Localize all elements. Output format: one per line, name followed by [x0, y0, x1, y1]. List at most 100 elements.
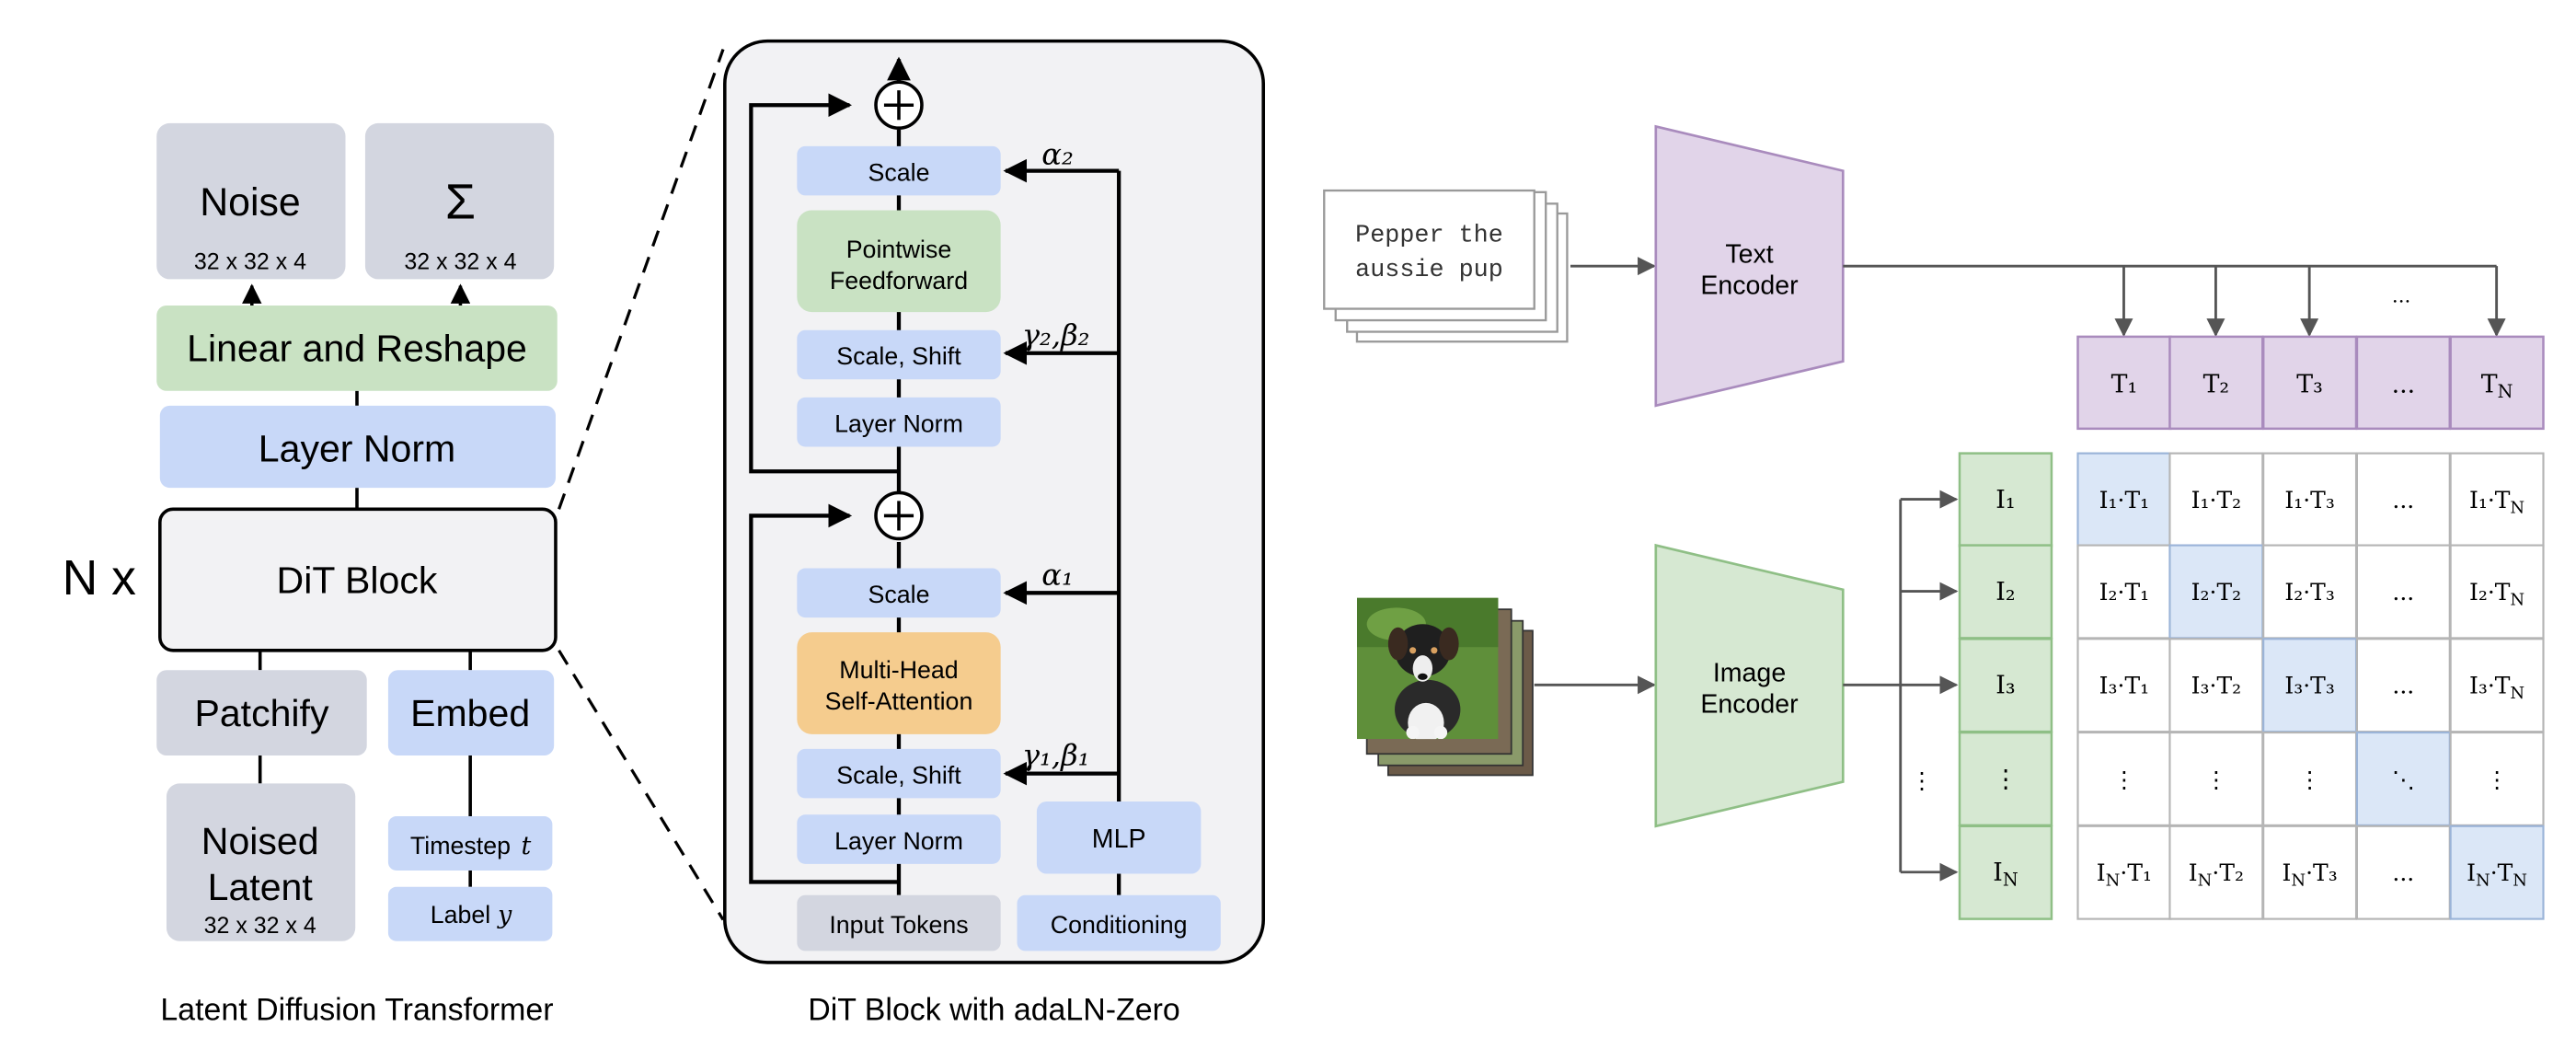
- patchify-label: Patchify: [194, 692, 328, 734]
- timestep-box: Timestep t: [387, 816, 553, 871]
- scale-bottom-box: Scale: [797, 568, 1001, 618]
- image-embedding-cell: [1958, 544, 2053, 640]
- image-encoder: Image Encoder: [1654, 543, 1845, 828]
- dog-photo: [1356, 597, 1499, 740]
- alpha2-label: α₂: [1041, 136, 1074, 171]
- pointwise-line2: Feedforward: [830, 267, 968, 294]
- text-embedding-cell: [2449, 335, 2545, 431]
- linear-reshape-label: Linear and Reshape: [187, 328, 527, 370]
- sigma-label: Σ: [445, 175, 476, 229]
- noised-latent-box: Noised Latent 32 x 32 x 4: [166, 783, 356, 941]
- text-fanout-ellipsis: ...: [2392, 284, 2410, 307]
- image-embedding-label: I₂: [1995, 578, 2015, 606]
- noised-latent-line1: Noised: [201, 820, 319, 862]
- image-encoder-line1: Image: [1713, 659, 1786, 688]
- layer-norm-top-label: Layer Norm: [834, 409, 963, 437]
- embed-label: Embed: [410, 692, 530, 734]
- text-embedding-label: ...: [2392, 371, 2416, 399]
- image-input-stack: [1356, 597, 1534, 777]
- multi-head-attention-box: Multi-Head Self-Attention: [797, 632, 1001, 734]
- middle-caption: DiT Block with adaLN-Zero: [808, 992, 1180, 1027]
- pointwise-feedforward-box: Pointwise Feedforward: [797, 210, 1001, 313]
- dit-block-box: DiT Block: [158, 507, 558, 652]
- similarity-value: ⋮: [2298, 766, 2321, 792]
- image-embedding-cell: [1958, 638, 2053, 733]
- dit-block-label: DiT Block: [277, 559, 438, 601]
- image-embedding-column: I₁ I₂ I₃ ⋮ IN​: [1958, 452, 2053, 920]
- similarity-matrix: I₁·T₁I₁·T₂I₁·T₃...I₁·TN​I₂·T₁I₂·T₂I₂·T₃.…: [2076, 452, 2545, 920]
- scale-shift-bottom-label: Scale, Shift: [836, 761, 961, 789]
- noise-output-box: Noise 32 x 32 x 4: [156, 122, 346, 280]
- mlp-label: MLP: [1092, 825, 1146, 854]
- similarity-cell: [2262, 544, 2358, 640]
- noise-label: Noise: [200, 180, 301, 225]
- image-embedding-label: I₁: [1995, 486, 2015, 514]
- mlp-box: MLP: [1036, 801, 1202, 874]
- noised-latent-line2: Latent: [208, 866, 314, 908]
- similarity-value: ⋮: [2112, 766, 2135, 792]
- text-embedding-cell: [2261, 335, 2358, 431]
- contrastive-diagram: Pepper the aussie pup: [1323, 124, 2545, 920]
- zoom-lines: [558, 49, 725, 921]
- right-input-arrows: [1534, 257, 1657, 695]
- text-embedding-cell: [2076, 335, 2172, 431]
- linear-reshape-box: Linear and Reshape: [156, 305, 558, 391]
- similarity-value: ...: [2392, 673, 2414, 699]
- text-fanout: [1843, 264, 2506, 338]
- similarity-cell: [2076, 825, 2172, 920]
- similarity-cell: [2355, 731, 2451, 826]
- layer-norm-label: Layer Norm: [259, 428, 455, 470]
- image-embedding-label: I₃: [1995, 672, 2015, 700]
- noised-latent-dims: 32 x 32 x 4: [204, 913, 316, 939]
- mhsa-line1: Multi-Head: [839, 656, 958, 684]
- gamma2-beta2-label: γ₂,β₂: [1022, 317, 1090, 352]
- similarity-cell: [2076, 544, 2172, 640]
- similarity-cell: [2076, 452, 2172, 548]
- similarity-value: ...: [2392, 579, 2414, 605]
- similarity-value: I₁·TN​: [2469, 487, 2524, 517]
- image-embedding-cell: [1958, 731, 2053, 827]
- similarity-value: I₁·T₁: [2099, 487, 2149, 513]
- scale-top-box: Scale: [797, 145, 1001, 196]
- label-box: Label y: [387, 886, 553, 941]
- similarity-value: I₃·T₃: [2284, 673, 2334, 699]
- text-embedding-label: T₃: [2296, 371, 2323, 399]
- image-encoder-line2: Encoder: [1700, 690, 1799, 720]
- similarity-value: I₂·T₃: [2284, 579, 2334, 605]
- similarity-value: I₂·T₁: [2099, 579, 2149, 605]
- similarity-cell: [2262, 452, 2358, 548]
- similarity-cell: [2355, 825, 2451, 920]
- gamma1-beta1-label: γ₁,β₁: [1022, 738, 1090, 773]
- similarity-cell: [2168, 825, 2264, 920]
- left-connectors: [242, 283, 472, 887]
- scale-shift-bottom-box: Scale, Shift: [797, 748, 1001, 799]
- timestep-variable: t: [521, 832, 531, 860]
- similarity-value: ...: [2392, 487, 2414, 513]
- similarity-value: I₃·T₂: [2191, 673, 2241, 699]
- conditioning-label: Conditioning: [1051, 911, 1188, 939]
- similarity-cell: [2168, 452, 2264, 548]
- similarity-value: IN​·TN​: [2467, 859, 2527, 890]
- similarity-cell: [2076, 731, 2172, 826]
- text-input-line2: aussie pup: [1355, 257, 1503, 284]
- layer-norm-top-box: Layer Norm: [797, 397, 1001, 447]
- similarity-cell: [2168, 544, 2264, 640]
- similarity-cell: [2262, 825, 2358, 920]
- label-label: Label: [431, 901, 490, 928]
- noise-dims: 32 x 32 x 4: [194, 249, 306, 275]
- timestep-label: Timestep: [410, 832, 511, 859]
- image-embedding-label: IN​: [1993, 859, 2018, 890]
- text-input-line1: Pepper the: [1355, 222, 1503, 249]
- left-caption: Latent Diffusion Transformer: [160, 992, 553, 1027]
- input-tokens-box: Input Tokens: [797, 894, 1001, 951]
- similarity-cell: [2449, 825, 2545, 920]
- label-variable: y: [497, 901, 512, 929]
- text-embedding-label: T₁: [2111, 371, 2138, 399]
- text-input-stack: Pepper the aussie pup: [1323, 189, 1569, 343]
- scale-top-label: Scale: [868, 158, 930, 186]
- image-fanout-ellipsis: ⋮: [1910, 767, 1933, 794]
- image-embedding-label: ⋮: [1994, 765, 2018, 793]
- similarity-value: ...: [2392, 859, 2414, 886]
- sigma-dims: 32 x 32 x 4: [404, 249, 516, 275]
